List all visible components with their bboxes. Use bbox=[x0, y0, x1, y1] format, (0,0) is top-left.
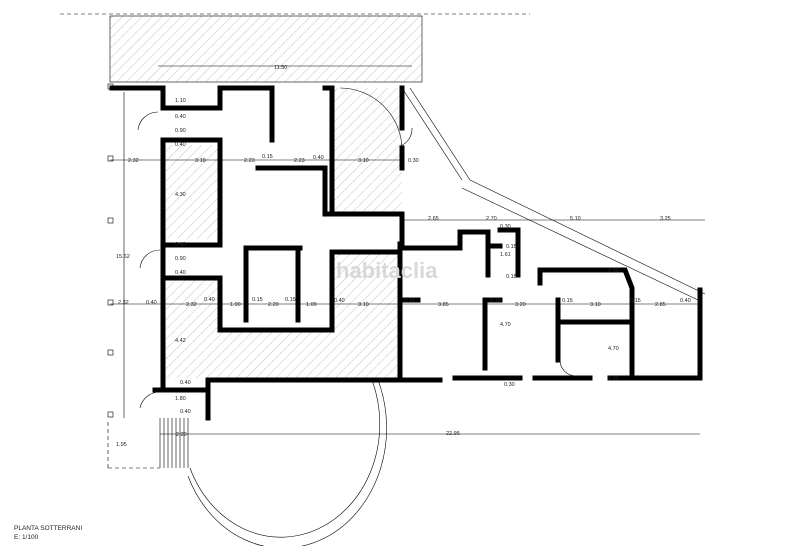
door-swing-right-entry bbox=[399, 127, 413, 147]
dim-label: 1.09 bbox=[306, 302, 317, 308]
dim-label: 0.40 bbox=[313, 155, 324, 161]
dim-bottom-left: 1.95 bbox=[116, 442, 127, 448]
dim-label: 0.15 bbox=[506, 244, 517, 250]
hatched-mass-top-right bbox=[332, 88, 402, 214]
diagonal-facade-outer bbox=[409, 87, 471, 181]
dim-label: 4.30 bbox=[175, 192, 186, 198]
dim-label: 3.10 bbox=[358, 158, 369, 164]
dim-total-height: 15.62 bbox=[116, 254, 130, 260]
dim-label: 0.15 bbox=[404, 298, 415, 304]
dim-label: 0.30 bbox=[608, 268, 619, 274]
dim-label: 0.40 bbox=[175, 142, 186, 148]
dim-label: 0.15 bbox=[252, 297, 263, 303]
dim-label: 0.40 bbox=[175, 270, 186, 276]
dim-label: 3.10 bbox=[195, 158, 206, 164]
door-swing-bath bbox=[559, 359, 577, 377]
dim-label: 0.40 bbox=[204, 297, 215, 303]
dim-label: 0.40 bbox=[180, 409, 191, 415]
dim-label: 0.15 bbox=[506, 274, 517, 280]
hatched-mass-left bbox=[163, 145, 220, 239]
dim-label: 0.30 bbox=[500, 224, 511, 230]
dim-label: 4.42 bbox=[175, 338, 186, 344]
watermark: habitaclia bbox=[336, 258, 438, 283]
plan-title: PLANTA SOTTERRANI bbox=[14, 525, 82, 532]
dim-label: 1.00 bbox=[230, 302, 241, 308]
dim-label: 3.25 bbox=[660, 216, 671, 222]
dim-label: 1.10 bbox=[175, 98, 186, 104]
dim-label: 0.15 bbox=[630, 298, 641, 304]
dim-label: 0.15 bbox=[262, 154, 273, 160]
dim-label: 0.90 bbox=[175, 128, 186, 134]
dim-label: 0.40 bbox=[146, 300, 157, 306]
walls bbox=[109, 85, 703, 421]
dim-label: 0.15 bbox=[285, 297, 296, 303]
door-swing-top-right bbox=[339, 87, 403, 151]
dim-label: 0.30 bbox=[608, 376, 619, 382]
grid-markers bbox=[107, 83, 114, 418]
dim-label: 2.23 bbox=[294, 158, 305, 164]
curved-terrace-outer bbox=[189, 379, 381, 538]
dim-label: 0.90 bbox=[175, 256, 186, 262]
door-swing-left-bottom bbox=[139, 391, 161, 409]
dim-label: 0.40 bbox=[175, 114, 186, 120]
diagonal-facade-inner bbox=[401, 87, 463, 181]
dim-label: 1.80 bbox=[175, 396, 186, 402]
staircase bbox=[159, 418, 189, 468]
dim-label: 2.70 bbox=[486, 216, 497, 222]
dim-stair: 2.20 bbox=[176, 432, 187, 438]
dim-label: 2.85 bbox=[655, 302, 666, 308]
dim-top-width: 11.50 bbox=[274, 65, 287, 71]
curved-terrace-inner bbox=[187, 379, 387, 546]
dim-label: 3.10 bbox=[590, 302, 601, 308]
dim-label: 4.70 bbox=[500, 322, 511, 328]
dim-label: 0.15 bbox=[562, 298, 573, 304]
dim-label: 2.65 bbox=[428, 216, 439, 222]
plan-scale: E: 1/100 bbox=[14, 534, 39, 541]
dim-label: 5.10 bbox=[570, 216, 581, 222]
dim-label: 0.30 bbox=[504, 382, 515, 388]
hatched-mass-bottom bbox=[163, 252, 400, 378]
dim-label: 2.23 bbox=[244, 158, 255, 164]
door-swing-left-mid bbox=[139, 249, 161, 269]
dim-label: 4.70 bbox=[608, 346, 619, 352]
dim-label: 2.32 bbox=[186, 302, 197, 308]
dim-label: 3.20 bbox=[515, 302, 526, 308]
dim-label: 0.40 bbox=[334, 298, 345, 304]
dim-label: 0.40 bbox=[680, 298, 691, 304]
dim-total-width: 22.95 bbox=[446, 431, 460, 437]
hatched-terrace bbox=[109, 15, 423, 83]
dim-label: 1.61 bbox=[500, 252, 511, 258]
dim-label: 0.15 bbox=[490, 298, 501, 304]
dim-label: 0.30 bbox=[408, 158, 419, 164]
dim-label: 3.10 bbox=[358, 302, 369, 308]
dim-label: 0.40 bbox=[175, 242, 186, 248]
diagonal-facade-lower-b bbox=[461, 187, 699, 301]
dim-label: 2.32 bbox=[128, 158, 139, 164]
dim-label: 2.20 bbox=[268, 302, 279, 308]
diagonal-facade-lower-a bbox=[469, 179, 706, 295]
door-swing-left-top bbox=[137, 111, 159, 131]
dim-label: 0.40 bbox=[180, 380, 191, 386]
dim-label: 3.85 bbox=[438, 302, 449, 308]
dim-label: 2.32 bbox=[118, 300, 129, 306]
